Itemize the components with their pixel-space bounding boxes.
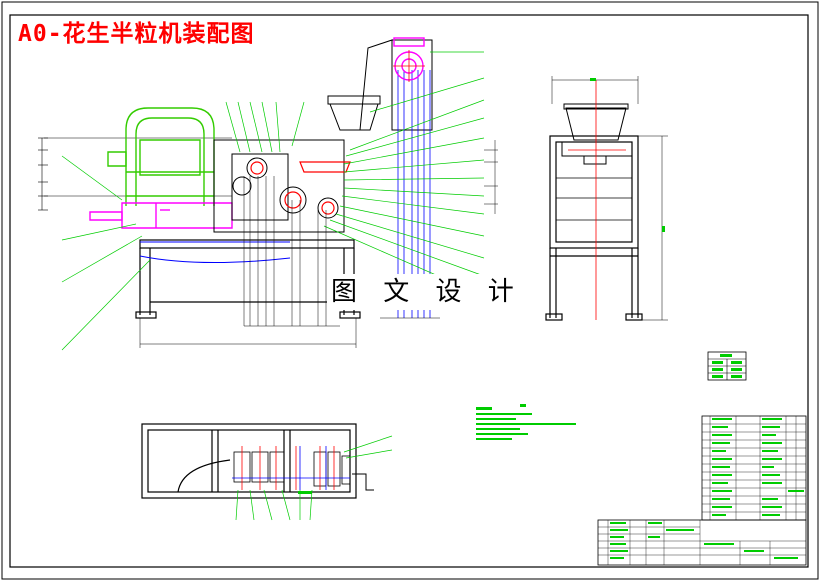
front-bottom-dimensions xyxy=(139,176,440,348)
side-centerline xyxy=(568,80,626,320)
side-dimensions xyxy=(551,76,668,321)
side-shelves xyxy=(556,177,632,221)
plan-frame xyxy=(141,423,357,499)
plan-blue-centers xyxy=(232,446,350,490)
feed-hopper xyxy=(327,95,381,131)
small-parameter-table xyxy=(707,351,747,381)
front-view xyxy=(38,37,498,351)
plan-crank xyxy=(352,473,374,491)
parts-list xyxy=(701,415,807,521)
plan-rollers xyxy=(233,451,351,487)
inner-border xyxy=(9,14,809,568)
plan-leaders xyxy=(235,435,393,521)
side-view xyxy=(545,76,668,321)
plan-view xyxy=(141,423,393,521)
drawing-title: A0-花生半粒机装配图 xyxy=(18,21,255,47)
front-leaders xyxy=(61,51,485,351)
technical-requirements xyxy=(476,404,576,440)
plan-green-mark xyxy=(298,491,312,494)
title-block xyxy=(597,519,807,566)
side-drive xyxy=(561,141,633,165)
elevator-head-center xyxy=(393,50,425,82)
watermark-text: 图 文 设 计 xyxy=(327,274,527,310)
front-right-ticks xyxy=(484,140,498,214)
collection-tray xyxy=(139,241,291,264)
front-left-dimensions xyxy=(38,137,48,211)
outlet-chute xyxy=(89,202,233,229)
main-housing xyxy=(213,139,345,233)
plan-red-centers xyxy=(241,446,335,490)
bucket-elevator xyxy=(359,39,433,131)
cyclone-duct xyxy=(107,107,215,206)
